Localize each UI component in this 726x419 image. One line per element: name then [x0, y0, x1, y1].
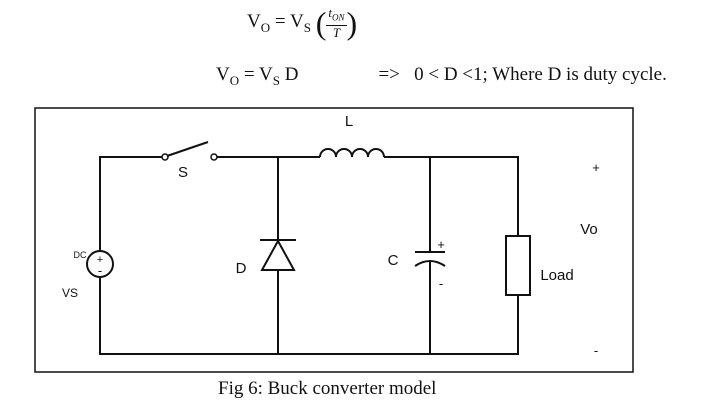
duty-cycle-condition: 0 < D <1; Where D is duty cycle.	[414, 64, 667, 85]
capacitor-plus: +	[437, 237, 445, 252]
source-type-label: DC	[74, 250, 87, 260]
inductor-label: L	[345, 113, 353, 130]
wire-source-to-switch	[99, 156, 165, 246]
capacitor-label: C	[388, 252, 399, 269]
capacitor-minus: -	[439, 276, 443, 291]
switch-label: S	[178, 164, 188, 181]
output-plus: +	[592, 160, 600, 175]
source-label: VS	[62, 286, 78, 300]
load-resistor	[505, 235, 531, 296]
figure-caption: Fig 6: Buck converter model	[218, 378, 437, 399]
diode-label: D	[236, 260, 247, 277]
wire-return	[99, 278, 519, 355]
load-label: Load	[540, 267, 573, 284]
inductor-symbol	[319, 148, 385, 158]
circuit-wires	[99, 156, 519, 355]
output-voltage-label: Vo	[580, 221, 598, 238]
implies-arrow: =>	[378, 64, 400, 85]
source-minus: -	[98, 263, 102, 278]
duty-equation-2: VO = VS D=> 0 < D <1; Where D is duty cy…	[216, 64, 667, 88]
diode-symbol	[260, 238, 296, 271]
dc-source-symbol	[86, 246, 114, 282]
diagram-frame	[34, 107, 634, 373]
output-minus: -	[594, 343, 598, 358]
source-plus: +	[97, 254, 103, 266]
capacitor-symbol	[414, 251, 446, 267]
wire-inductor-to-load	[384, 156, 519, 236]
switch-symbol	[161, 141, 218, 161]
